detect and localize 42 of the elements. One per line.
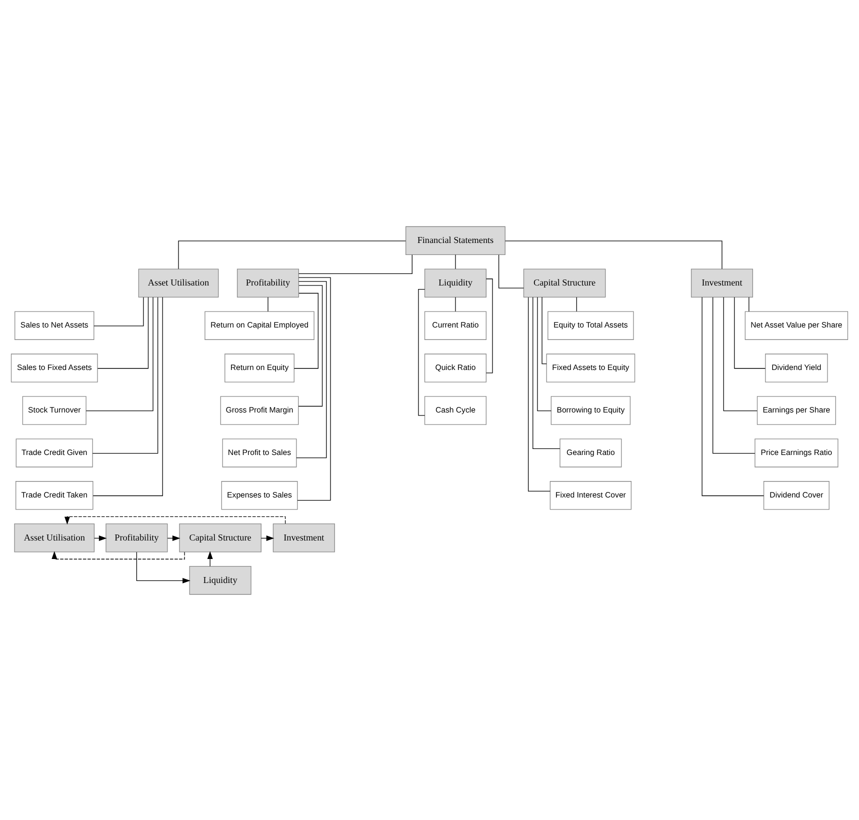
- connector: [297, 276, 331, 500]
- node-box: Investment: [690, 268, 754, 297]
- connector: [576, 296, 577, 312]
- arrow: [207, 550, 213, 566]
- connector: [86, 296, 154, 411]
- node-box: Capital Structure: [179, 523, 262, 552]
- connector: [504, 240, 722, 269]
- connector: [294, 292, 318, 368]
- node-box: Liquidity: [424, 268, 486, 297]
- connector: [702, 296, 764, 496]
- node-box: Investment: [272, 523, 335, 552]
- connector: [712, 296, 756, 454]
- connector: [537, 296, 552, 411]
- node-box: Profitability: [106, 523, 168, 552]
- connector: [298, 254, 412, 274]
- connector: [92, 296, 163, 496]
- connector: [455, 254, 456, 269]
- connector: [298, 284, 323, 406]
- connector: [528, 296, 550, 491]
- arrow: [136, 551, 190, 583]
- connector: [723, 296, 758, 411]
- connector: [748, 296, 750, 312]
- connector: [418, 288, 426, 416]
- connector: [296, 280, 327, 458]
- arrow: [64, 516, 286, 524]
- node-box: Asset Utilisation: [138, 268, 219, 297]
- connector: [94, 296, 144, 326]
- node-box: Asset Utilisation: [14, 523, 95, 552]
- connector: [532, 296, 560, 449]
- node-box: Capital Structure: [523, 268, 606, 297]
- connector: [498, 254, 524, 288]
- connector: [734, 296, 766, 368]
- node-box: Liquidity: [189, 565, 252, 594]
- connector: [92, 296, 158, 454]
- arrow: [52, 550, 185, 559]
- connector: [542, 296, 547, 364]
- connector: [97, 296, 149, 368]
- node-box: Financial Statements: [406, 226, 506, 255]
- connector: [178, 240, 406, 269]
- connector: [486, 278, 493, 373]
- connector: [455, 296, 456, 312]
- node-box: Profitability: [236, 268, 300, 297]
